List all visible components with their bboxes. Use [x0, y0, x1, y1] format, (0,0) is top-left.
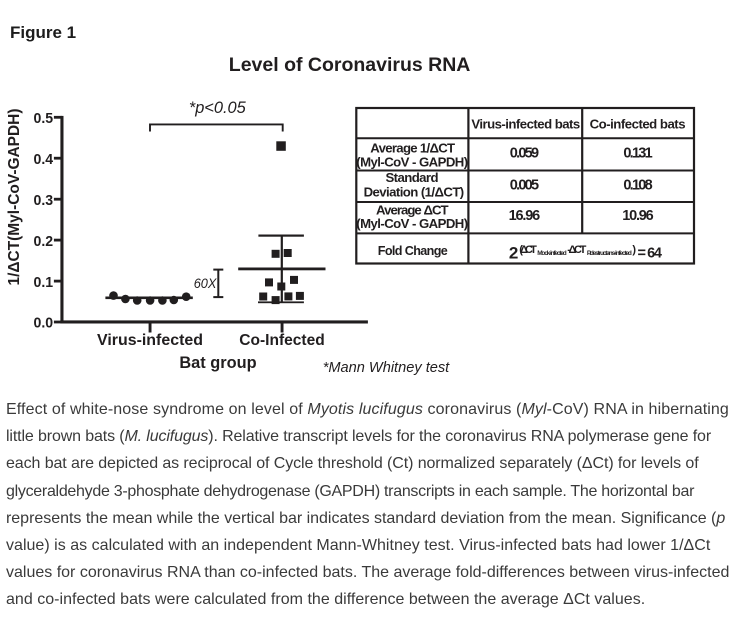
svg-text:Average ΔCT: Average ΔCT — [376, 203, 449, 218]
svg-text:(ΔCT: (ΔCT — [519, 244, 537, 256]
svg-text:2: 2 — [509, 244, 518, 263]
svg-text:*Mann Whitney test: *Mann Whitney test — [323, 360, 450, 376]
svg-text:0.108: 0.108 — [623, 178, 652, 194]
svg-text:60X: 60X — [194, 276, 218, 291]
svg-text:0.1: 0.1 — [34, 275, 54, 291]
svg-text:10.96: 10.96 — [622, 208, 654, 224]
svg-text:1/ΔCT(Myl-CoV-GAPDH): 1/ΔCT(Myl-CoV-GAPDH) — [6, 109, 23, 286]
svg-text:): ) — [632, 244, 636, 256]
svg-text:0.059: 0.059 — [510, 146, 539, 162]
svg-text:Level of Coronavirus RNA: Level of Coronavirus RNA — [229, 54, 471, 76]
svg-text:= 64: = 64 — [638, 246, 662, 262]
svg-text:Standard: Standard — [385, 170, 438, 185]
svg-text:Virus-infected: Virus-infected — [97, 332, 203, 349]
svg-text:(Myl-CoV - GAPDH): (Myl-CoV - GAPDH) — [356, 155, 468, 170]
svg-text:Average 1/ΔCT: Average 1/ΔCT — [370, 141, 455, 156]
svg-text:0.2: 0.2 — [34, 234, 54, 250]
svg-text:0.005: 0.005 — [510, 178, 539, 194]
svg-text:16.96: 16.96 — [509, 208, 541, 224]
svg-text:Bat group: Bat group — [179, 353, 256, 372]
svg-text:0.4: 0.4 — [34, 152, 54, 168]
svg-text:*p<0.05: *p<0.05 — [189, 99, 247, 117]
svg-text:Virus-infected bats: Virus-infected bats — [471, 117, 580, 132]
svg-text:-ΔCT: -ΔCT — [567, 244, 586, 256]
svg-text:0.131: 0.131 — [623, 146, 652, 162]
svg-text:0.0: 0.0 — [34, 316, 54, 332]
svg-text:0.5: 0.5 — [34, 111, 54, 127]
svg-text:Fold Change: Fold Change — [378, 244, 448, 258]
svg-text:(Myl-CoV - GAPDH): (Myl-CoV - GAPDH) — [356, 216, 468, 231]
svg-text:P.destructans-infected: P.destructans-infected — [587, 250, 632, 257]
svg-text:Mock-infected: Mock-infected — [537, 250, 567, 257]
svg-text:Co-Infected: Co-Infected — [239, 332, 325, 349]
svg-text:0.3: 0.3 — [34, 193, 54, 209]
svg-text:Deviation (1/ΔCT): Deviation (1/ΔCT) — [364, 185, 465, 200]
svg-text:Co-infected bats: Co-infected bats — [590, 117, 686, 132]
